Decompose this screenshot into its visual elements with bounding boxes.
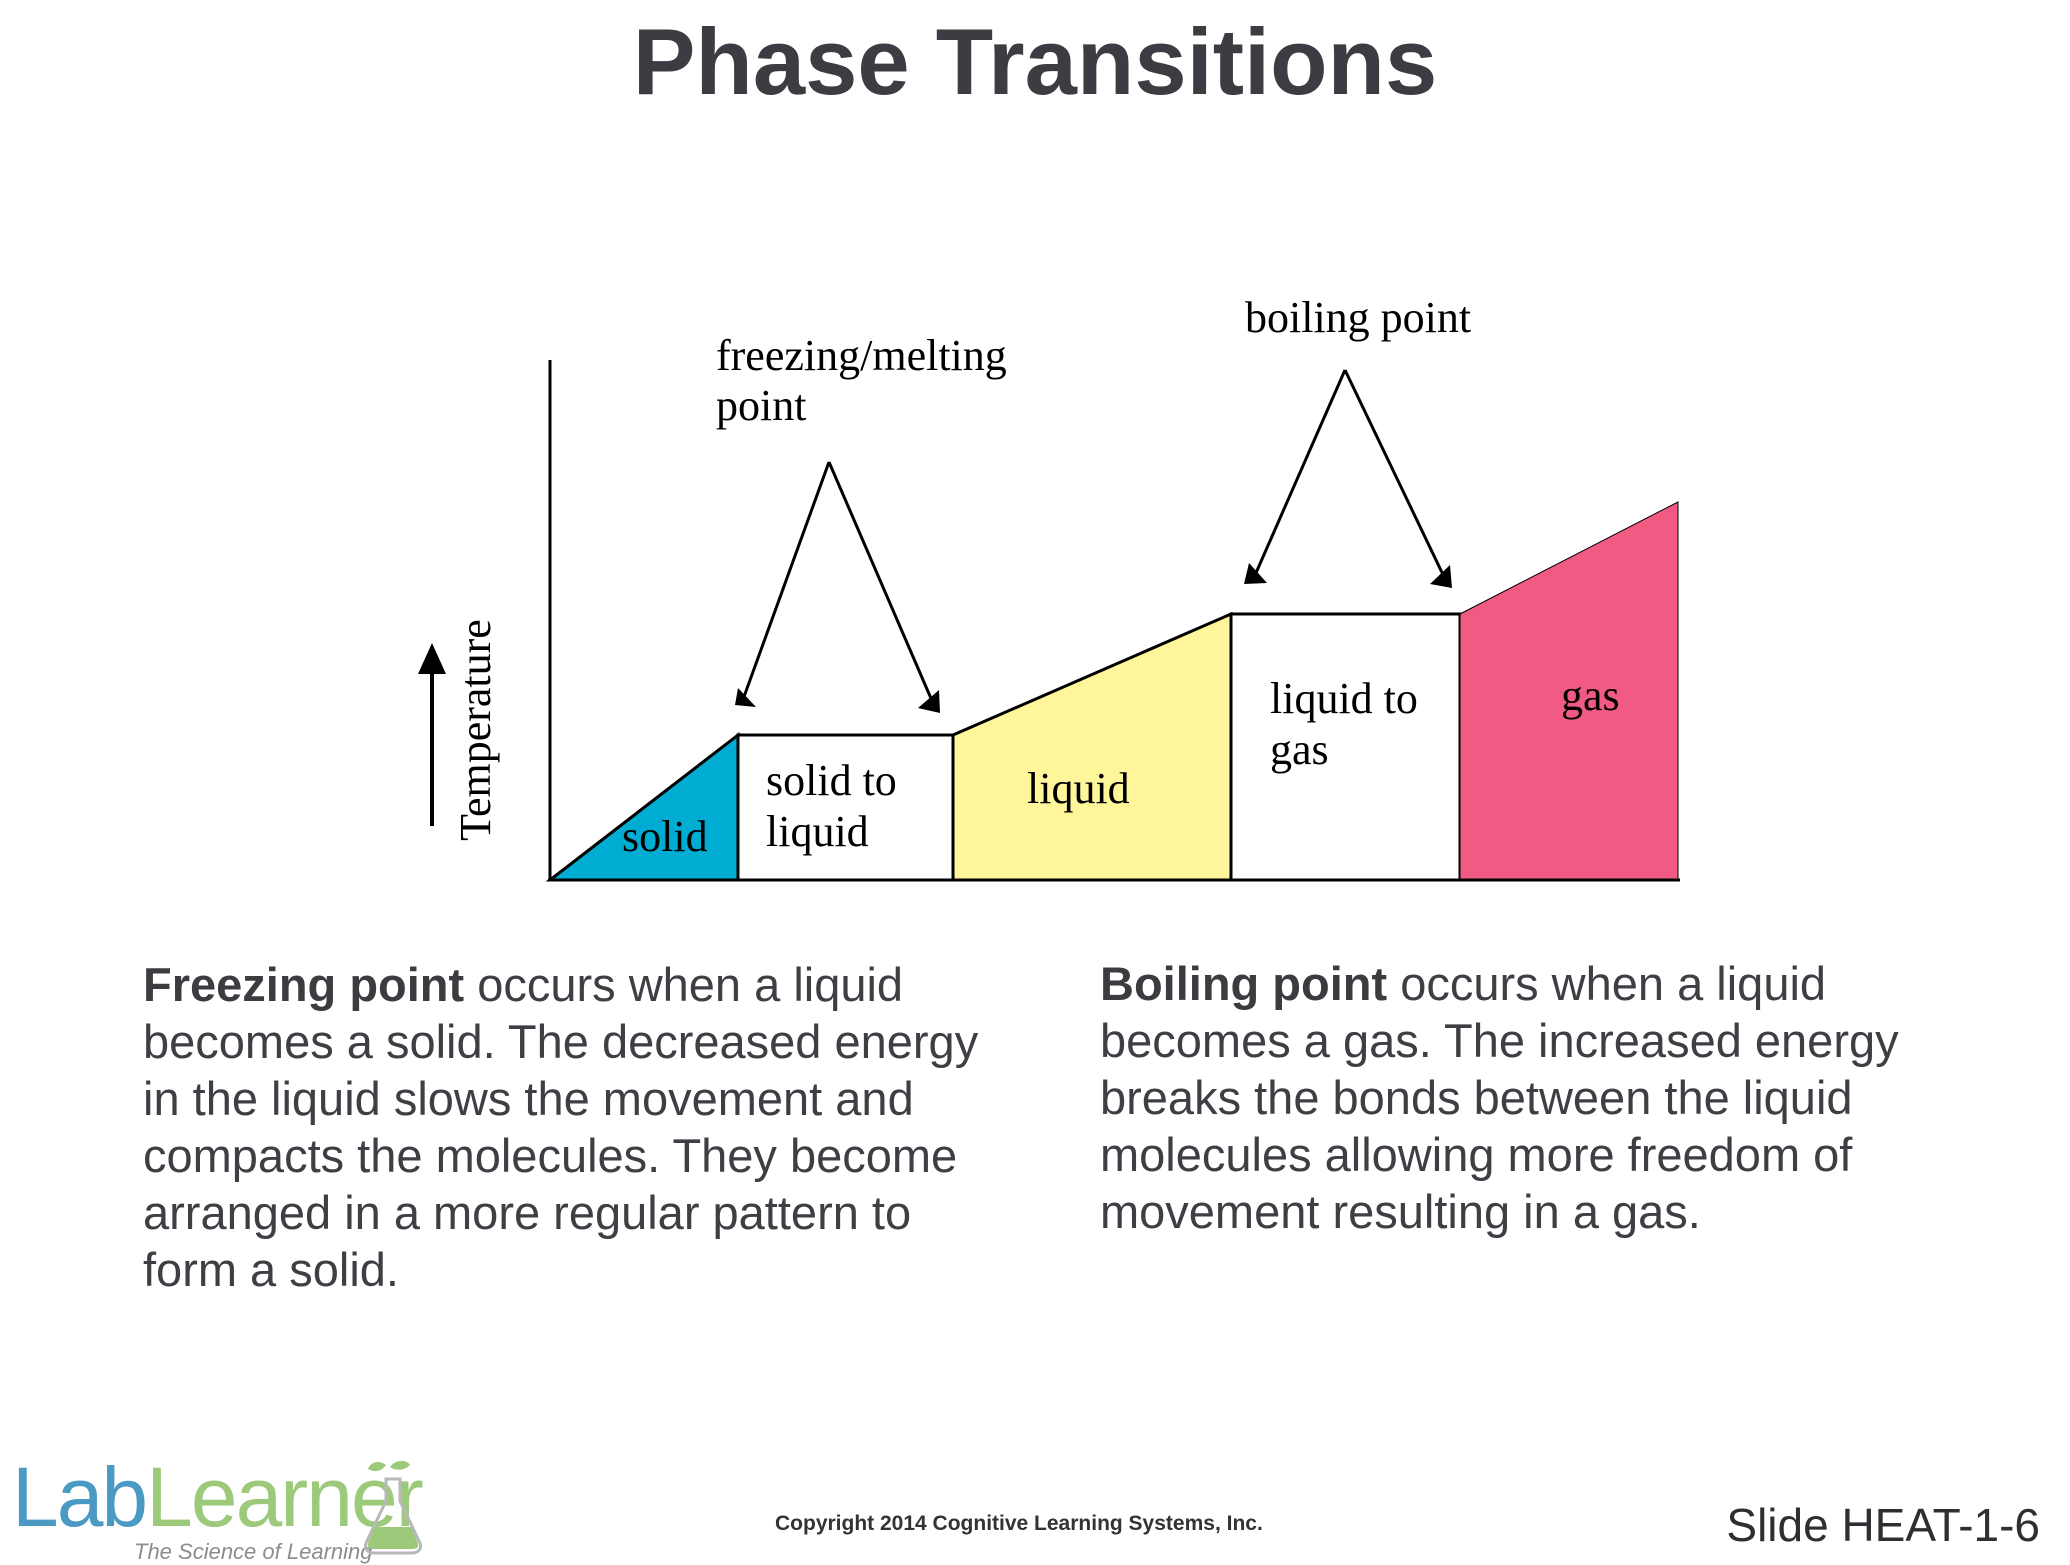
- freezing-melting-label-line1: freezing/melting: [716, 331, 1007, 380]
- segment-liquid-label: liquid: [1027, 764, 1130, 813]
- slide-number: Slide HEAT-1-6: [1726, 1499, 2040, 1551]
- segment-liquid-area: [951, 611, 1233, 882]
- boiling-point-paragraph: Boiling point occurs when a liquid becom…: [1100, 955, 1980, 1240]
- flask-icon: [364, 1460, 422, 1555]
- boiling-point-term: Boiling point: [1100, 957, 1388, 1010]
- temperature-arrow-head: [418, 643, 446, 674]
- boiling-arrow-right: [1343, 369, 1449, 584]
- segment-liquid-to-gas-label-line1: liquid to: [1270, 674, 1418, 723]
- logo-wordmark: LabLearner: [12, 1455, 424, 1539]
- segment-liquid-to-gas-label-line2: gas: [1270, 725, 1329, 774]
- logo-lab: Lab: [12, 1450, 148, 1544]
- freezing-point-text: occurs when a liquid becomes a solid. Th…: [143, 958, 979, 1296]
- segment-gas-label: gas: [1561, 671, 1620, 720]
- boiling-point-label: boiling point: [1245, 293, 1471, 342]
- segment-solid-to-liquid-label-line2: liquid: [766, 807, 869, 856]
- logo-tagline: The Science of Learning: [134, 1539, 373, 1564]
- freezing-arrow-right: [827, 461, 938, 711]
- boiling-arrowhead-left: [1244, 563, 1267, 584]
- y-axis-label: Temperature: [451, 619, 500, 841]
- slide-title: Phase Transitions: [632, 9, 1438, 114]
- segment-liquid-to-gas-area: [1229, 612, 1462, 882]
- boiling-point-text: occurs when a liquid becomes a gas. The …: [1100, 957, 1899, 1238]
- freezing-point-term: Freezing point: [143, 958, 465, 1011]
- freezing-point-paragraph: Freezing point occurs when a liquid beco…: [143, 956, 1003, 1298]
- boiling-arrowhead-right: [1430, 565, 1452, 588]
- freezing-arrowhead-left: [735, 688, 756, 707]
- boiling-arrow-left: [1250, 369, 1347, 583]
- segment-solid-label: solid: [622, 812, 708, 861]
- freezing-arrow-left: [739, 461, 831, 706]
- lablearner-logo: LabLearner The Science of Learning: [12, 1455, 424, 1564]
- freezing-melting-label-line2: point: [716, 381, 806, 430]
- segment-solid-to-liquid-label-line1: solid to: [766, 756, 897, 805]
- copyright-text: Copyright 2014 Cognitive Learning System…: [775, 1512, 1263, 1535]
- freezing-arrowhead-right: [918, 690, 940, 713]
